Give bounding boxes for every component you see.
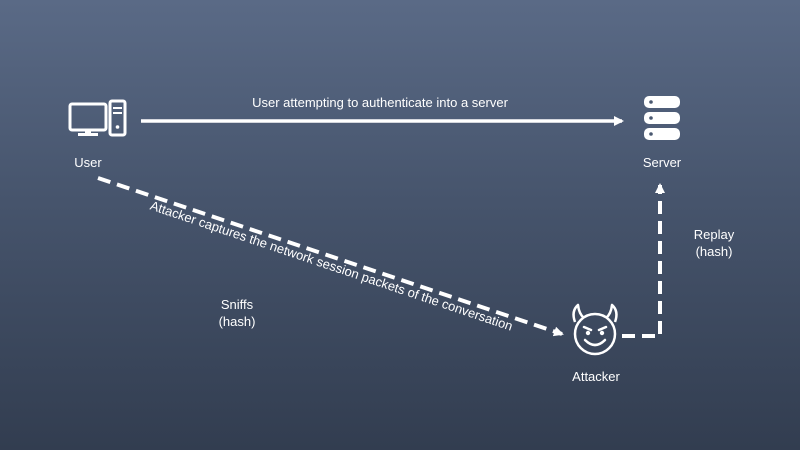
sniffs-label: Sniffs (hash)	[218, 297, 256, 329]
attacker-label: Attacker	[572, 369, 620, 384]
desktop-computer-icon	[68, 99, 127, 137]
replay-arrow	[622, 183, 665, 338]
capture-arrow	[97, 176, 564, 337]
server-label: Server	[642, 155, 682, 170]
database-server-icon	[644, 96, 680, 140]
devil-face-icon	[572, 303, 618, 356]
authenticate-label: User attempting to authenticate into a s…	[252, 95, 508, 110]
user-label: User	[74, 155, 102, 170]
replay-label: Replay (hash)	[693, 227, 735, 259]
capture-label: Attacker captures the network session pa…	[148, 198, 514, 334]
